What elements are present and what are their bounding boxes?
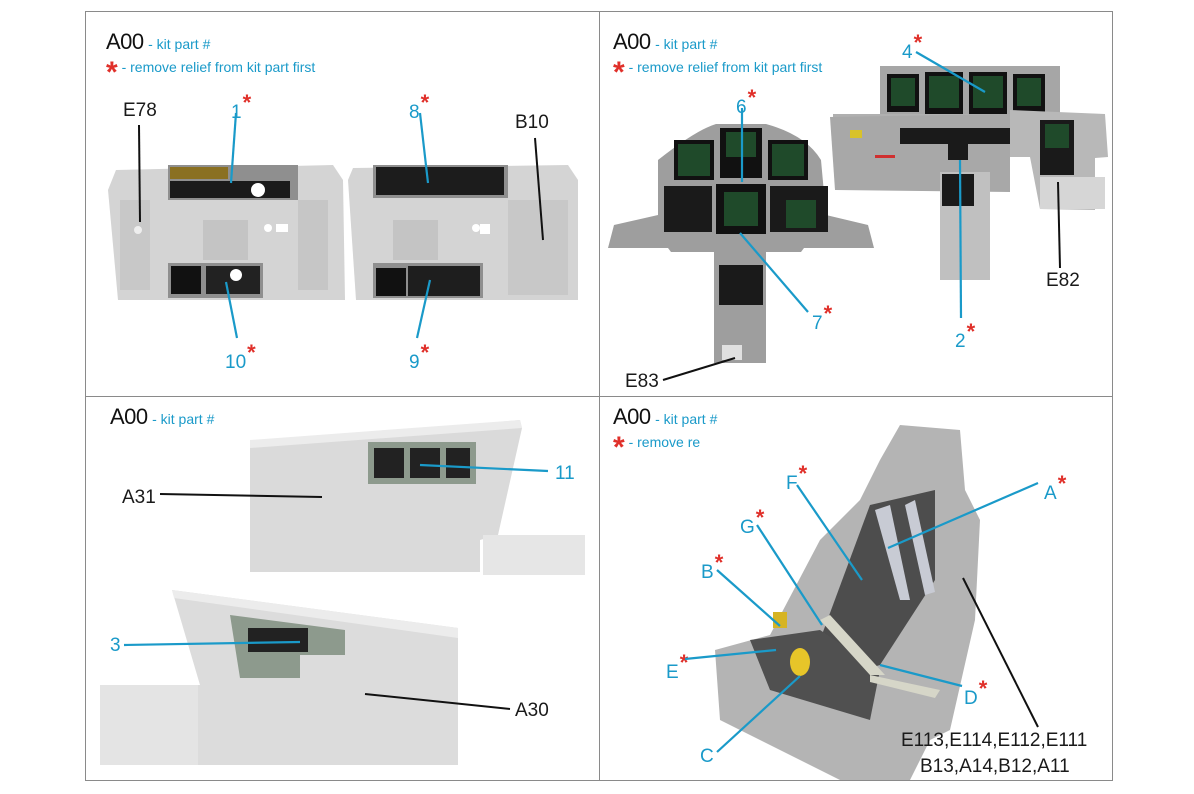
callout-8: 8* <box>409 90 430 123</box>
kit-code-example: A00 <box>613 29 651 54</box>
callout-B10: B10 <box>515 112 549 133</box>
callout-E78: E78 <box>123 100 157 121</box>
upfront-panel-part <box>830 66 1108 280</box>
legend: A00 - kit part # <box>110 404 214 430</box>
callout-seat-parts-line2: B13,A14,B12,A11 <box>920 756 1070 777</box>
callout-9: 9* <box>409 340 430 373</box>
kit-code-example: A00 <box>110 404 148 429</box>
asterisk-icon: * <box>106 56 118 89</box>
kit-code-example: A00 <box>613 404 651 429</box>
asterisk-icon: * <box>613 431 625 464</box>
side-wall-A31-part <box>250 420 585 575</box>
callout-F: F* <box>786 461 808 494</box>
horizontal-divider <box>85 396 1113 397</box>
callout-11: 11 <box>555 463 575 484</box>
left-console-part <box>108 165 345 300</box>
kit-code-description: - kit part # <box>655 411 718 427</box>
callout-B: B* <box>701 550 724 583</box>
kit-code-description: - kit part # <box>148 36 211 52</box>
callout-A31: A31 <box>122 487 156 508</box>
callout-3: 3 <box>110 635 121 656</box>
callout-6: 6* <box>736 85 757 118</box>
callout-seat-parts-line1: E113,E114,E112,E111 <box>901 730 1088 751</box>
legend: A00 - kit part # * - remove re <box>613 404 718 463</box>
right-console-part <box>348 165 578 300</box>
kit-code-description: - kit part # <box>152 411 215 427</box>
asterisk-icon: * <box>613 59 625 80</box>
legend: A00 - kit part # * - remove relief from … <box>106 29 316 88</box>
legend: A00 - kit part # * - remove relief from … <box>613 29 848 80</box>
callout-C: C <box>700 746 714 767</box>
callout-D: D* <box>964 676 988 709</box>
callout-A: A* <box>1044 471 1067 504</box>
callout-10: 10* <box>225 340 256 373</box>
callout-G: G* <box>740 505 765 538</box>
asterisk-description: - remove relief from kit part first <box>121 59 316 75</box>
asterisk-description: - remove re <box>628 434 701 450</box>
callout-2: 2* <box>955 319 976 352</box>
callout-E82: E82 <box>1046 270 1080 291</box>
callout-1: 1* <box>231 90 252 123</box>
side-wall-A30-part <box>100 590 458 765</box>
kit-code-example: A00 <box>106 29 144 54</box>
kit-code-description: - kit part # <box>655 36 718 52</box>
callout-4: 4* <box>902 30 923 63</box>
callout-E83: E83 <box>625 371 659 392</box>
callout-7: 7* <box>812 301 833 334</box>
callout-A30: A30 <box>515 700 549 721</box>
asterisk-description: - remove relief from kit part first <box>628 59 823 75</box>
callout-E: E* <box>666 650 689 683</box>
